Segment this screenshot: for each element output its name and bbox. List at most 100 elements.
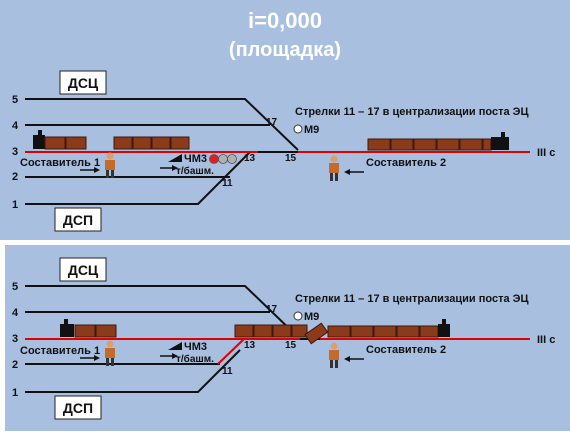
locomotive xyxy=(33,135,45,149)
signal-chm3-label: ЧМ3 xyxy=(184,341,207,353)
track-1 xyxy=(25,151,251,205)
locomotive-cab xyxy=(38,130,42,136)
arrow-right-icon xyxy=(94,167,100,173)
wagon xyxy=(74,324,96,338)
dsp-label: ДСП xyxy=(63,212,93,228)
person-leg xyxy=(106,170,109,178)
bottom-panel: ДСЦ 5 4 3 2 1 xyxy=(5,245,570,431)
worker-2: Составитель 2 xyxy=(329,342,446,368)
person-icon xyxy=(106,340,114,348)
locomotive xyxy=(491,137,509,150)
wagon xyxy=(291,324,308,338)
signal-red-lamp xyxy=(209,154,219,164)
wagon xyxy=(151,136,171,150)
train-left xyxy=(33,130,190,150)
wagon xyxy=(396,325,420,338)
train-right xyxy=(327,319,450,338)
worker-1-label: Составитель 1 xyxy=(20,345,100,357)
worker-2-label: Составитель 2 xyxy=(366,157,446,169)
track-iii-label: III с xyxy=(537,147,555,159)
tower-label: т/башм. xyxy=(176,353,214,365)
dsc-label: ДСЦ xyxy=(68,262,99,278)
person-body xyxy=(329,350,339,360)
person-body xyxy=(329,163,339,173)
derailed-wagon xyxy=(304,322,329,345)
dsc-label: ДСЦ xyxy=(68,75,99,91)
dsp-label: ДСП xyxy=(63,400,93,416)
track-number-4: 4 xyxy=(12,120,19,132)
wagon xyxy=(253,324,273,338)
switch-number-17: 17 xyxy=(266,304,278,315)
wagon xyxy=(65,136,87,150)
track-iii-label: III с xyxy=(537,334,555,346)
switch-number-15: 15 xyxy=(285,340,297,351)
centralization-note: Стрелки 11 – 17 в централизации поста ЭЦ xyxy=(295,293,529,305)
person-leg xyxy=(335,173,338,181)
dsp-box: ДСП xyxy=(54,207,102,232)
switch-number-11: 11 xyxy=(222,178,233,189)
wagon xyxy=(132,136,152,150)
track-5 xyxy=(25,285,299,338)
wagon xyxy=(367,138,391,151)
track-number-1: 1 xyxy=(12,387,18,399)
person-leg xyxy=(106,358,109,366)
worker-1-label: Составитель 1 xyxy=(20,157,100,169)
track-5 xyxy=(25,98,299,151)
person-icon xyxy=(106,152,114,160)
wagon xyxy=(390,138,414,151)
person-icon xyxy=(330,342,338,350)
signal-off-lamp xyxy=(227,154,237,164)
worker-2: Составитель 2 xyxy=(329,155,446,181)
person-leg xyxy=(335,360,338,368)
switch-number-11: 11 xyxy=(222,366,233,377)
signal-m9-lamp xyxy=(293,311,303,321)
track-number-2: 2 xyxy=(12,171,18,183)
worker-2-label: Составитель 2 xyxy=(366,344,446,356)
arrow-right-icon xyxy=(94,355,100,361)
worker-1: Составитель 1 xyxy=(20,340,115,366)
track-number-4: 4 xyxy=(12,307,19,319)
tracks xyxy=(25,285,299,393)
dsc-box: ДСЦ xyxy=(59,257,107,282)
train-right xyxy=(367,132,509,151)
signal-m9-lamp xyxy=(293,124,303,134)
wagon xyxy=(272,324,292,338)
switch-number-13: 13 xyxy=(244,340,256,351)
wagon xyxy=(95,324,117,338)
signal-chm3: ЧМ3 т/башм. xyxy=(160,153,237,177)
signal-flag-icon xyxy=(168,154,182,162)
wagon xyxy=(436,138,460,151)
signal-m9-label: М9 xyxy=(304,311,319,323)
locomotive-cab xyxy=(442,319,446,325)
wagon xyxy=(44,136,66,150)
tower-label: т/башм. xyxy=(176,165,214,177)
slope-subtitle: (площадка) xyxy=(229,39,341,61)
locomotive xyxy=(60,324,74,337)
arrow-right-icon xyxy=(172,353,178,359)
signal-chm3-label: ЧМ3 xyxy=(184,153,207,165)
person-leg xyxy=(111,358,114,366)
person-body xyxy=(105,160,115,170)
wagon xyxy=(482,138,492,151)
track-number-5: 5 xyxy=(12,281,18,293)
track-number-5: 5 xyxy=(12,94,18,106)
signal-flag-icon xyxy=(168,342,182,350)
track-number-3: 3 xyxy=(12,333,18,345)
dsp-box-frame xyxy=(54,207,102,232)
person-body xyxy=(105,348,115,358)
panel-divider xyxy=(0,240,570,245)
route-set-track-2 xyxy=(217,338,245,365)
wagon xyxy=(170,136,190,150)
centralization-note: Стрелки 11 – 17 в централизации поста ЭЦ xyxy=(295,106,529,118)
wagon xyxy=(234,324,254,338)
dsp-box-frame xyxy=(54,395,102,420)
dsc-box-frame xyxy=(59,70,107,95)
arrow-left-icon xyxy=(344,169,350,175)
tracks xyxy=(25,98,299,205)
wagon xyxy=(350,325,374,338)
signal-off-lamp xyxy=(218,154,228,164)
train-left xyxy=(60,319,329,345)
slope-title: i=0,000 xyxy=(248,8,322,33)
